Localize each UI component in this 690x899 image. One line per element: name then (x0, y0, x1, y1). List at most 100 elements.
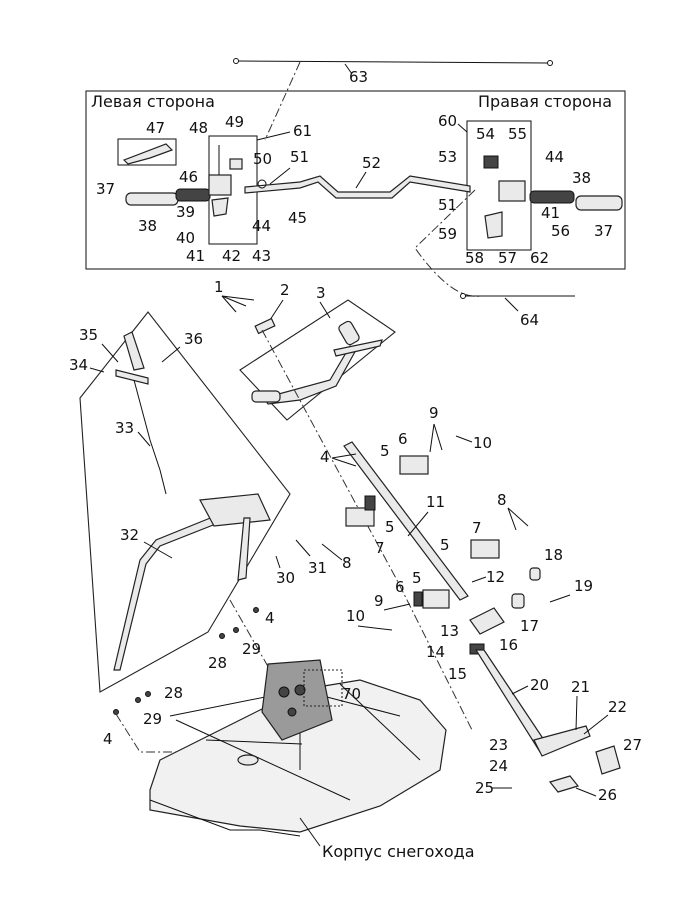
callout-10-b: 10 (346, 607, 365, 625)
callout-15: 15 (448, 665, 467, 683)
callout-8-b: 8 (497, 491, 507, 509)
left-side-title: Левая сторона (91, 92, 215, 111)
callout-58: 58 (465, 249, 484, 267)
callout-51-left: 51 (290, 148, 309, 166)
callout-29-a: 29 (242, 640, 261, 658)
callout-25: 25 (475, 779, 494, 797)
callout-16: 16 (499, 636, 518, 654)
callout-28-a: 28 (208, 654, 227, 672)
callout-45: 45 (288, 209, 307, 227)
grip-left-38 (175, 188, 211, 202)
callout-57: 57 (498, 249, 517, 267)
clamp-6-upper (399, 455, 429, 475)
callout-24: 24 (489, 757, 508, 775)
callout-26: 26 (598, 786, 617, 804)
callout-10-a: 10 (473, 434, 492, 452)
part-58 (484, 211, 503, 239)
callout-40: 40 (176, 229, 195, 247)
callout-52: 52 (362, 154, 381, 172)
callout-39: 39 (176, 203, 195, 221)
handlebar-52 (244, 175, 471, 199)
callout-3: 3 (316, 284, 326, 302)
clamp-7-lower (470, 539, 500, 559)
callout-54: 54 (476, 125, 495, 143)
callout-9-a: 9 (429, 404, 439, 422)
callout-37-right: 37 (594, 222, 613, 240)
callout-5-d: 5 (412, 569, 422, 587)
grip-left-37 (125, 192, 179, 206)
link-15 (469, 607, 505, 635)
callout-41-left: 41 (186, 247, 205, 265)
callout-46: 46 (179, 168, 198, 186)
callout-61: 61 (293, 122, 312, 140)
callout-9-b: 9 (374, 592, 384, 610)
callout-43: 43 (252, 247, 271, 265)
callout-22: 22 (608, 698, 627, 716)
callout-4-top: 4 (320, 448, 330, 466)
callout-38-right: 38 (572, 169, 591, 187)
callout-29-b: 29 (143, 710, 162, 728)
grip-right-38 (529, 190, 575, 204)
callout-44-right: 44 (545, 148, 564, 166)
seat-handle-box-36 (79, 311, 291, 693)
bushing-5 (364, 495, 376, 511)
callout-11: 11 (426, 493, 445, 511)
callout-44-left: 44 (252, 217, 271, 235)
clamp-7-upper (345, 507, 375, 527)
right-side-title: Правая сторона (478, 92, 612, 111)
throttle-block-59 (498, 180, 526, 202)
snowmobile-body (149, 659, 447, 847)
part-49 (229, 158, 243, 170)
callout-5-a: 5 (380, 442, 390, 460)
callout-23: 23 (489, 736, 508, 754)
part-54 (483, 155, 499, 169)
callout-28-b: 28 (164, 684, 183, 702)
callout-6-b: 6 (395, 578, 405, 596)
clamp-6-lower (422, 589, 450, 609)
callout-37-left: 37 (96, 180, 115, 198)
callout-50: 50 (253, 150, 272, 168)
callout-38-left: 38 (138, 217, 157, 235)
callout-53: 53 (438, 148, 457, 166)
steering-column-11 (343, 441, 469, 601)
callout-13: 13 (440, 622, 459, 640)
callout-20: 20 (530, 676, 549, 694)
callout-56: 56 (551, 222, 570, 240)
part-16 (469, 643, 485, 655)
callout-36: 36 (184, 330, 203, 348)
callout-18: 18 (544, 546, 563, 564)
callout-5-b: 5 (385, 518, 395, 536)
steering-assembly-inset-3 (239, 299, 396, 421)
callout-47: 47 (146, 119, 165, 137)
callout-63: 63 (349, 68, 368, 86)
callout-21: 21 (571, 678, 590, 696)
cable-63: 63 (233, 58, 553, 141)
grip-right-37 (575, 195, 623, 211)
callout-33: 33 (115, 419, 134, 437)
callout-12: 12 (486, 568, 505, 586)
callout-70: 70 (342, 685, 361, 703)
part-26 (548, 775, 580, 793)
callout-31: 31 (308, 559, 327, 577)
part-27 (595, 745, 621, 775)
steering-arm-20 (474, 649, 549, 753)
callout-62: 62 (530, 249, 549, 267)
callout-1: 1 (214, 278, 224, 296)
callout-59: 59 (438, 225, 457, 243)
callout-34: 34 (69, 356, 88, 374)
callout-60: 60 (438, 112, 457, 130)
callout-35: 35 (79, 326, 98, 344)
callout-4-bottom: 4 (103, 730, 113, 748)
callout-5-c: 5 (440, 536, 450, 554)
callout-8-a: 8 (342, 554, 352, 572)
callout-2: 2 (280, 281, 290, 299)
callout-14: 14 (426, 643, 445, 661)
callout-48: 48 (189, 119, 208, 137)
callout-7-a: 7 (375, 539, 385, 557)
callout-51-right: 51 (438, 196, 457, 214)
switch-block-46 (208, 174, 232, 196)
callout-4-mid: 4 (265, 609, 275, 627)
brake-lever-box-47 (117, 138, 177, 166)
